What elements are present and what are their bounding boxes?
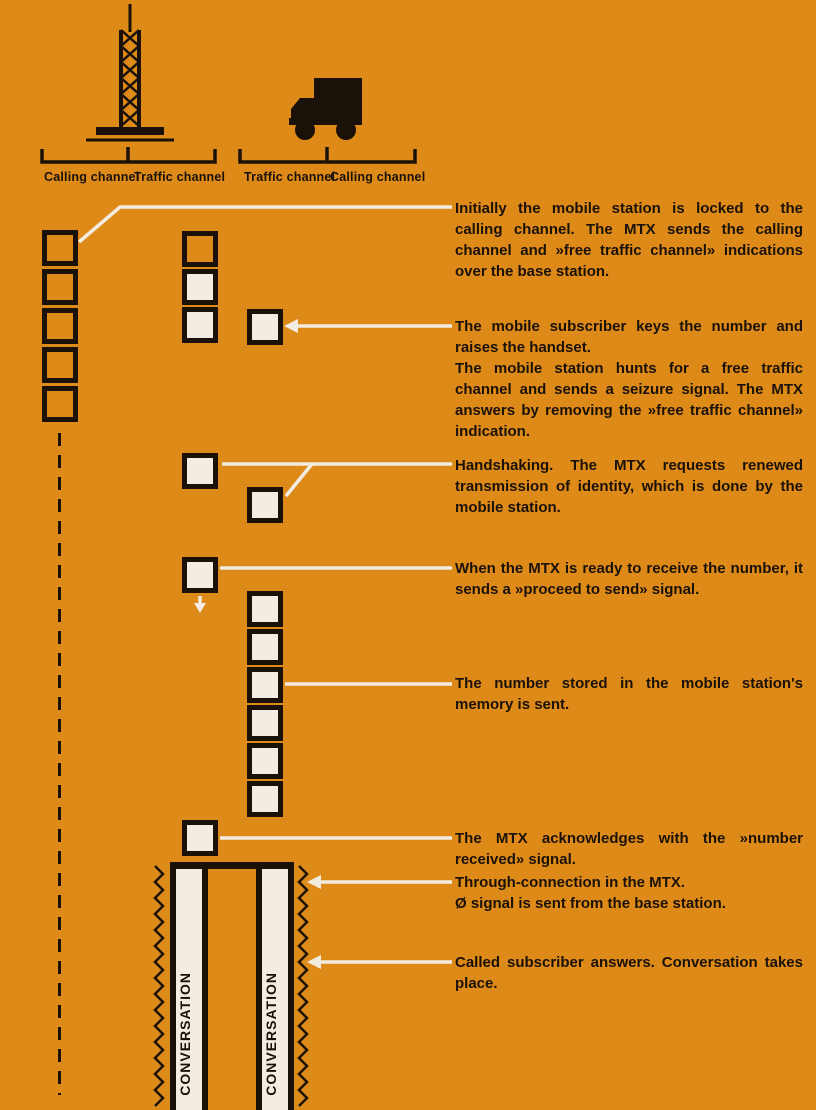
conversation-label: CONVERSATION [263, 972, 279, 1096]
step-text-2: The mobile subscriber keys the number an… [455, 318, 803, 440]
signal-square-mobile-traffic-channel [247, 705, 283, 741]
signal-square-base-calling-channel [42, 269, 78, 305]
signal-square-mobile-traffic-channel [247, 309, 283, 345]
signal-square-base-calling-channel [42, 308, 78, 344]
signal-square-mobile-traffic-channel [247, 743, 283, 779]
label-base-calling-channel: Calling channel [44, 170, 140, 184]
step-text-5: The number stored in the mobile station'… [455, 675, 803, 713]
through-connection-bar [170, 862, 294, 869]
signal-square-base-traffic-channel [182, 820, 218, 856]
signal-square-base-traffic-channel [182, 557, 218, 593]
conversation-channel-mobile: CONVERSATION [256, 869, 294, 1110]
label-base-traffic-channel: Traffic channel [134, 170, 226, 184]
signal-square-base-traffic-channel [182, 231, 218, 267]
signal-square-mobile-traffic-channel [247, 667, 283, 703]
conversation-channel-base: CONVERSATION [170, 869, 208, 1110]
signal-square-base-calling-channel [42, 347, 78, 383]
step-text-6: The MTX acknowledges with the »number re… [455, 830, 803, 868]
signal-square-base-calling-channel [42, 230, 78, 266]
signal-square-mobile-traffic-channel [247, 487, 283, 523]
step-text-1: Initially the mobile station is locked t… [455, 200, 803, 280]
signal-square-mobile-traffic-channel [247, 781, 283, 817]
signal-square-mobile-traffic-channel [247, 591, 283, 627]
signal-square-base-traffic-channel [182, 307, 218, 343]
signal-square-base-traffic-channel [182, 453, 218, 489]
step-text-8: Called subscriber answers. Conversation … [455, 954, 803, 992]
step-text-7: Through-connection in the MTX. Ø signal … [455, 874, 726, 912]
label-mobile-traffic-channel: Traffic channel [244, 170, 336, 184]
step-text-3: Handshaking. The MTX requests renewed tr… [455, 457, 803, 516]
signal-square-base-calling-channel [42, 386, 78, 422]
label-mobile-calling-channel: Calling channel [330, 170, 426, 184]
conversation-label: CONVERSATION [177, 972, 193, 1096]
signal-square-base-traffic-channel [182, 269, 218, 305]
signal-square-mobile-traffic-channel [247, 629, 283, 665]
step-text-4: When the MTX is ready to receive the num… [455, 560, 803, 598]
calling-channel-dashed-timeline [58, 433, 61, 1095]
